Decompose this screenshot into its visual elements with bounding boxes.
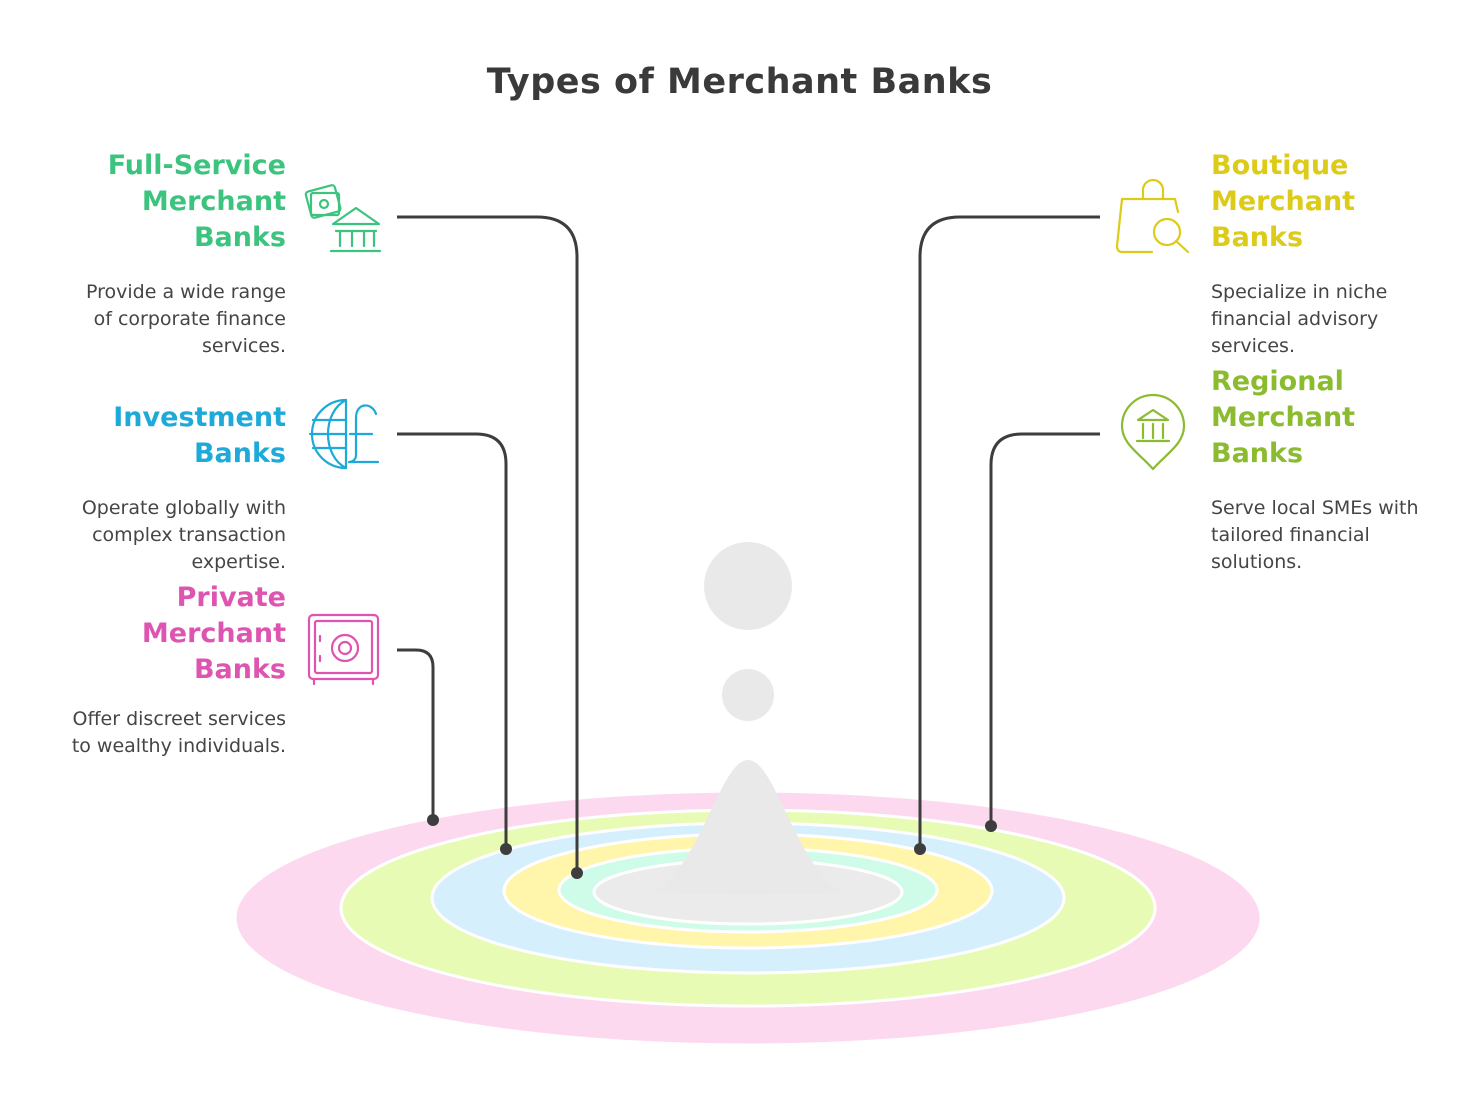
desc-line-1: Specialize in niche [1211, 281, 1388, 303]
desc-line-2: tailored financial [1211, 524, 1370, 546]
heading-line-2: Merchant [141, 618, 286, 649]
heading-line-3: Banks [1211, 222, 1304, 253]
desc-regional: Serve local SMEs with tailored financial s… [1211, 495, 1419, 576]
desc-line-1: Serve local SMEs with [1211, 497, 1419, 519]
heading-line-3: Banks [1211, 438, 1304, 469]
desc-line-3: services. [1211, 335, 1295, 357]
drop-large [704, 542, 792, 630]
connector-dots [427, 814, 997, 879]
connector-investment [397, 432, 508, 849]
desc-line-2: to wealthy individuals. [71, 735, 286, 757]
heading-line-2: Banks [193, 438, 286, 469]
dot-boutique [914, 843, 926, 855]
heading-line-1: Boutique [1211, 150, 1349, 181]
desc-line-2: financial advisory [1211, 308, 1379, 330]
desc-line-3: services. [202, 335, 286, 357]
connector-boutique [918, 215, 1100, 849]
desc-line-3: expertise. [191, 551, 286, 573]
ripple-rings [233, 789, 1263, 1047]
heading-line-2: Merchant [141, 186, 286, 217]
bank-location-pin-icon [1120, 393, 1186, 471]
connector-private [397, 648, 435, 820]
dot-regional [985, 820, 997, 832]
diagram-title: Types of Merchant Banks [486, 62, 993, 102]
desc-line-3: solutions. [1211, 551, 1303, 573]
globe-pound-icon [308, 398, 380, 470]
drop-small [722, 669, 774, 721]
desc-line-1: Operate globally with [81, 497, 286, 519]
heading-line-1: Private [176, 582, 286, 613]
connectors [397, 215, 1100, 873]
dot-investment [500, 843, 512, 855]
desc-full-service: Provide a wide range of corporate finance… [86, 279, 286, 360]
bank-money-icon [304, 184, 382, 253]
desc-boutique: Specialize in niche financial advisory ser… [1211, 279, 1387, 360]
heading-line-1: Investment [113, 402, 286, 433]
connector-full-service [397, 215, 579, 873]
splash-peak [652, 760, 844, 895]
dot-full-service [571, 867, 583, 879]
desc-line-2: of corporate finance [93, 308, 286, 330]
heading-line-3: Banks [193, 222, 286, 253]
heading-line-3: Banks [193, 654, 286, 685]
water-drop [652, 542, 844, 895]
heading-line-1: Full-Service [107, 150, 286, 181]
desc-line-2: complex transaction [92, 524, 286, 546]
dot-private [427, 814, 439, 826]
heading-line-2: Merchant [1211, 186, 1356, 217]
desc-line-1: Provide a wide range [86, 281, 286, 303]
heading-line-1: Regional [1211, 366, 1344, 397]
shopping-bag-search-icon [1115, 178, 1190, 254]
safe-icon [307, 613, 380, 686]
connector-regional [989, 432, 1100, 826]
desc-private: Offer discreet services to wealthy indivi… [72, 706, 286, 760]
heading-line-2: Merchant [1211, 402, 1356, 433]
desc-line-1: Offer discreet services [72, 708, 287, 730]
desc-investment: Operate globally with complex transaction… [82, 495, 286, 576]
